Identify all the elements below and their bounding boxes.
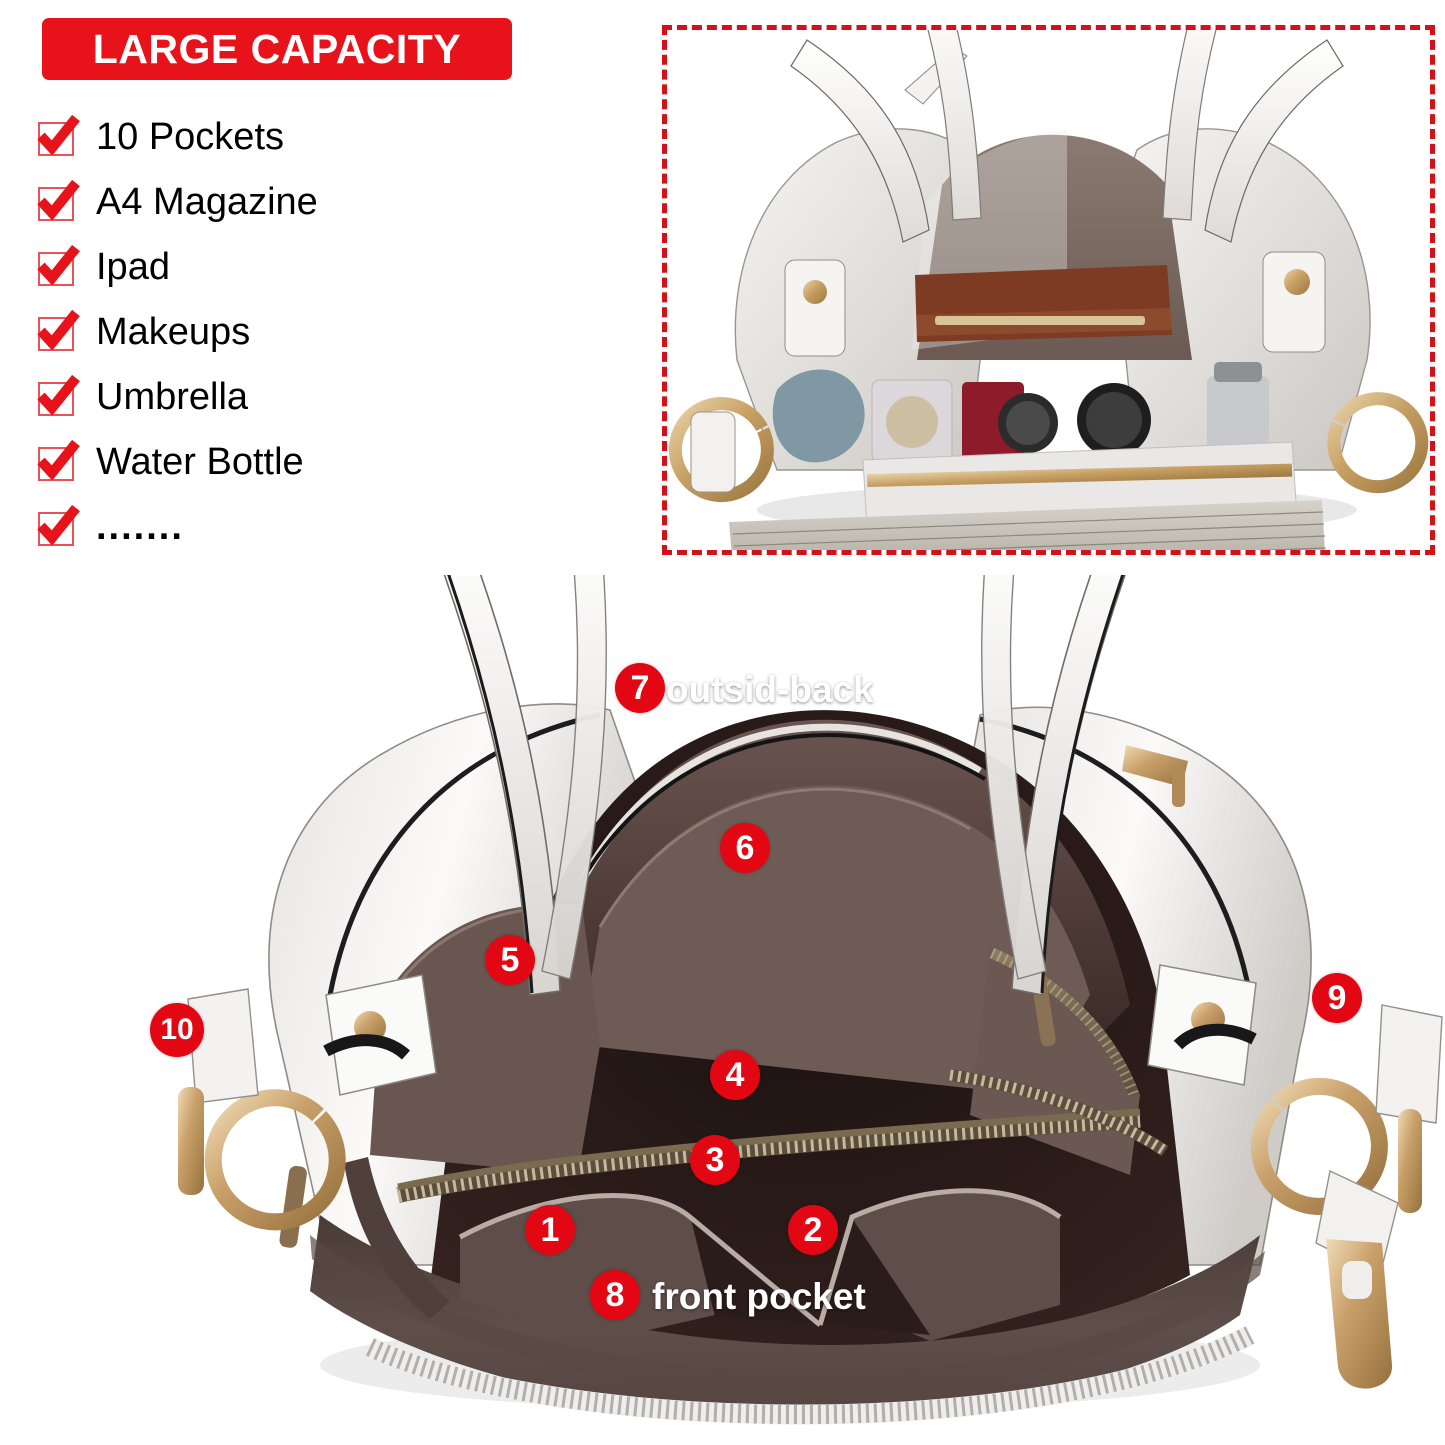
callout-marker-8[interactable]: 8: [590, 1270, 640, 1320]
checkmark-icon: [36, 309, 80, 353]
callout-number: 10: [160, 1013, 194, 1046]
callout-marker-2[interactable]: 2: [788, 1205, 838, 1255]
feature-item-label: A4 Magazine: [96, 180, 318, 223]
large-capacity-banner: LARGE CAPACITY: [42, 18, 512, 80]
callout-number: 6: [735, 829, 755, 867]
callout-marker-6[interactable]: 6: [720, 823, 770, 873]
checkmark-icon: [36, 374, 80, 418]
feature-list: 10 Pockets A4 Magazine Ipad Makeups: [36, 104, 556, 559]
checkmark-icon: [36, 244, 80, 288]
callout-label-7: outsid-back: [666, 669, 874, 710]
main-bag-photo: 7 outsid-back 6 5 4 3 1 2 8 front pocket…: [130, 575, 1445, 1445]
callout-number: 2: [803, 1211, 823, 1249]
packed-bag-photo-frame: [662, 25, 1435, 555]
callout-marker-10[interactable]: 10: [150, 1003, 204, 1057]
checkmark-icon: [36, 439, 80, 483]
callout-number: 4: [725, 1056, 745, 1094]
feature-item-label: 10 Pockets: [96, 115, 284, 158]
feature-item-label: .......: [96, 505, 184, 548]
callout-number: 7: [630, 669, 650, 707]
checkmark-icon: [36, 179, 80, 223]
callout-marker-9[interactable]: 9: [1312, 973, 1362, 1023]
feature-item-5: Water Bottle: [36, 429, 556, 494]
feature-item-label: Umbrella: [96, 375, 249, 418]
callout-marker-1[interactable]: 1: [525, 1205, 575, 1255]
feature-item-3: Makeups: [36, 299, 556, 364]
feature-item-1: A4 Magazine: [36, 169, 556, 234]
feature-panel: LARGE CAPACITY 10 Pockets A4 Magazine Ip…: [0, 0, 600, 580]
banner-title: LARGE CAPACITY: [92, 25, 462, 72]
feature-item-0: 10 Pockets: [36, 104, 556, 169]
feature-item-2: Ipad: [36, 234, 556, 299]
callout-marker-3[interactable]: 3: [690, 1135, 740, 1185]
callout-number: 3: [705, 1141, 725, 1179]
callout-marker-5[interactable]: 5: [485, 935, 535, 985]
feature-item-4: Umbrella: [36, 364, 556, 429]
packed-bag-photo: [667, 30, 1430, 550]
callout-marker-4[interactable]: 4: [710, 1050, 760, 1100]
callout-label-8: front pocket: [652, 1276, 866, 1317]
callout-number: 1: [540, 1211, 560, 1249]
checkmark-icon: [36, 504, 80, 548]
checkmark-icon: [36, 114, 80, 158]
feature-item-label: Ipad: [96, 245, 170, 288]
callout-marker-7[interactable]: 7: [615, 663, 665, 713]
callout-number: 5: [500, 941, 520, 979]
callout-number: 9: [1327, 979, 1347, 1017]
feature-item-6: .......: [36, 494, 556, 559]
feature-item-label: Makeups: [96, 310, 251, 353]
feature-item-label: Water Bottle: [96, 440, 304, 483]
callout-number: 8: [605, 1276, 625, 1314]
